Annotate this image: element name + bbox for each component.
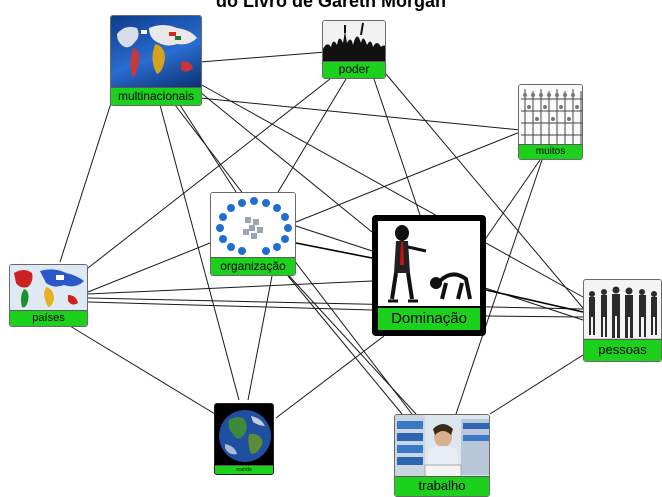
edge [385, 73, 584, 309]
node-pessoas[interactable]: pessoas [583, 279, 662, 362]
node-label: muitos [519, 144, 582, 159]
node-label: pessoas [584, 339, 661, 361]
edge [199, 83, 584, 298]
node-label: trabalho [395, 476, 489, 496]
edge [373, 78, 421, 216]
edge [87, 78, 331, 269]
edge [69, 325, 216, 415]
diagram-title: do Livro de Gareth Morgan [215, 0, 447, 11]
edge [199, 51, 327, 63]
node-trabalho[interactable]: trabalho [394, 414, 490, 497]
node-label: países [10, 310, 87, 326]
edge [199, 97, 541, 133]
people-circle-icon [211, 193, 295, 258]
edge [247, 275, 273, 401]
edge [87, 297, 584, 310]
world-map-flags-icon [111, 16, 201, 88]
crowd-sketch-icon [519, 85, 582, 145]
business-people-icon [584, 280, 661, 340]
edge [455, 159, 543, 415]
edge [295, 131, 521, 223]
edge [87, 242, 211, 293]
node-poder[interactable]: poder [322, 20, 386, 79]
node-label: mundo [215, 465, 273, 474]
node-label: multinacionais [111, 87, 201, 105]
earth-globe-icon [215, 404, 273, 466]
node-dominacao[interactable]: Dominação [372, 215, 486, 336]
edge [199, 91, 373, 233]
node-paises[interactable]: países [9, 264, 88, 327]
edge [87, 301, 373, 311]
flag-map-icon [10, 265, 87, 311]
crowd-silhouette-icon [323, 21, 385, 62]
edge [275, 335, 385, 419]
office-worker-icon [395, 415, 489, 477]
edge [287, 275, 403, 415]
edge [279, 265, 417, 415]
edge [295, 242, 373, 259]
node-label: Dominação [378, 306, 480, 330]
edge [159, 104, 240, 401]
node-organizacao[interactable]: organização [210, 192, 296, 276]
edge [87, 280, 373, 295]
node-muitos[interactable]: muitos [518, 84, 583, 160]
edge [277, 78, 347, 193]
edge [59, 99, 113, 263]
node-label: organização [211, 257, 295, 275]
edge [485, 315, 584, 318]
node-multinacionais[interactable]: multinacionais [110, 15, 202, 106]
node-label: poder [323, 61, 385, 78]
edge [489, 354, 584, 415]
edge [485, 159, 541, 239]
domination-figures-icon [378, 221, 480, 306]
edge [485, 289, 584, 313]
node-mundo[interactable]: mundo [214, 403, 274, 475]
